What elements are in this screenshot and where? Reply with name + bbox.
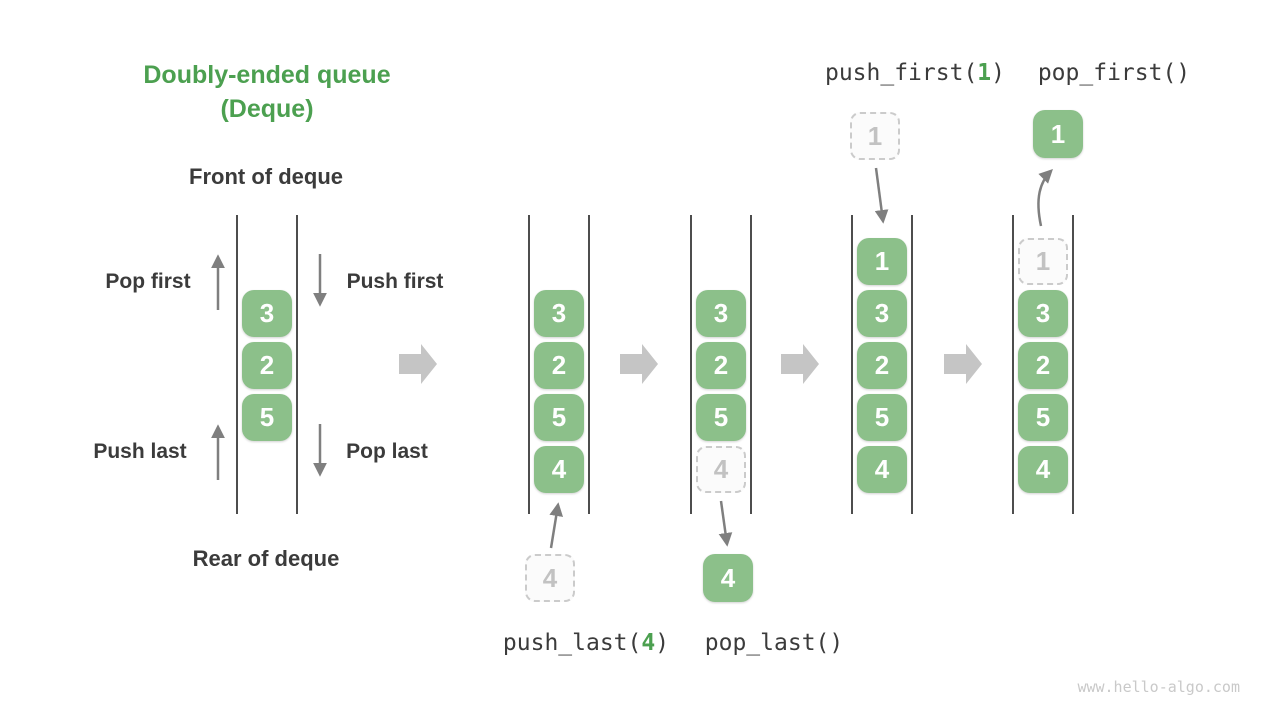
deque-cell: 2 bbox=[696, 342, 746, 389]
deque-channel-initial: 3 2 5 bbox=[236, 215, 298, 514]
deque-cell: 2 bbox=[857, 342, 907, 389]
pop-first-label: Pop first bbox=[105, 270, 191, 293]
deque-cell: 3 bbox=[1018, 290, 1068, 337]
deque-cell: 4 bbox=[534, 446, 584, 493]
channel-rail bbox=[236, 215, 238, 514]
diagram-title-line1: Doubly-ended queue bbox=[143, 61, 391, 89]
deque-channel-after-push-last: 3 2 5 4 bbox=[528, 215, 590, 514]
rear-of-deque-label: Rear of deque bbox=[192, 546, 340, 571]
front-of-deque-label: Front of deque bbox=[189, 164, 343, 189]
deque-cell: 5 bbox=[534, 394, 584, 441]
deque-cell-dashed: 1 bbox=[1018, 238, 1068, 285]
deque-cells: 1 3 2 5 4 bbox=[1018, 238, 1068, 498]
push-last-call-pre: push_last( bbox=[502, 630, 642, 656]
deque-cells: 1 3 2 5 4 bbox=[857, 238, 907, 498]
deque-cell: 3 bbox=[534, 290, 584, 337]
deque-channel-during-pop-last: 3 2 5 4 bbox=[690, 215, 752, 514]
deque-cell: 2 bbox=[1018, 342, 1068, 389]
channel-rail bbox=[911, 215, 913, 514]
deque-cell: 2 bbox=[534, 342, 584, 389]
deque-cell: 5 bbox=[696, 394, 746, 441]
deque-cells: 3 2 5 4 bbox=[696, 290, 746, 498]
deque-cell: 2 bbox=[242, 342, 292, 389]
push-first-call-post: ) bbox=[991, 60, 1006, 86]
deque-cell: 3 bbox=[696, 290, 746, 337]
step-arrow-3 bbox=[781, 344, 819, 384]
push-first-call-label: push_first(1) bbox=[825, 60, 1005, 86]
channel-rail bbox=[1012, 215, 1014, 514]
pop-first-call-label: pop_first() bbox=[1037, 60, 1191, 86]
deque-channel-during-pop-first: 1 3 2 5 4 bbox=[1012, 215, 1074, 514]
deque-cell: 5 bbox=[857, 394, 907, 441]
push-last-call-label: push_last(4) bbox=[503, 630, 669, 656]
deque-cell: 5 bbox=[242, 394, 292, 441]
step-arrow-2 bbox=[620, 344, 658, 384]
deque-cell: 3 bbox=[857, 290, 907, 337]
push-last-call-arg: 4 bbox=[641, 630, 656, 656]
deque-cell-dashed: 4 bbox=[696, 446, 746, 493]
channel-rail bbox=[528, 215, 530, 514]
push-first-incoming-cell: 1 bbox=[850, 112, 900, 160]
watermark: www.hello-algo.com bbox=[1077, 678, 1240, 696]
pop-first-outgoing-cell: 1 bbox=[1033, 110, 1083, 158]
pop-last-call-label: pop_last() bbox=[704, 630, 844, 656]
channel-rail bbox=[690, 215, 692, 514]
push-last-incoming-cell: 4 bbox=[525, 554, 575, 602]
push-last-call-post: ) bbox=[655, 630, 670, 656]
deque-cell: 1 bbox=[857, 238, 907, 285]
diagram-title: Doubly-ended queue (Deque) bbox=[97, 58, 437, 126]
step-arrow-1 bbox=[399, 344, 437, 384]
deque-channel-after-push-first: 1 3 2 5 4 bbox=[851, 215, 913, 514]
pop-last-label: Pop last bbox=[346, 440, 428, 463]
pop-last-outgoing-cell: 4 bbox=[703, 554, 753, 602]
deque-cells: 3 2 5 bbox=[242, 290, 292, 446]
deque-cell: 3 bbox=[242, 290, 292, 337]
push-first-call-pre: push_first( bbox=[824, 60, 978, 86]
push-first-call-arg: 1 bbox=[977, 60, 992, 86]
channel-rail bbox=[851, 215, 853, 514]
channel-rail bbox=[296, 215, 298, 514]
channel-rail bbox=[750, 215, 752, 514]
deque-cell: 5 bbox=[1018, 394, 1068, 441]
diagram-title-line2: (Deque) bbox=[220, 95, 314, 123]
push-first-label: Push first bbox=[346, 270, 444, 293]
channel-rail bbox=[1072, 215, 1074, 514]
deque-cells: 3 2 5 4 bbox=[534, 290, 584, 498]
deque-cell: 4 bbox=[1018, 446, 1068, 493]
push-last-label: Push last bbox=[93, 440, 187, 463]
deque-cell: 4 bbox=[857, 446, 907, 493]
push-first-insert-arrow bbox=[874, 167, 889, 224]
step-arrow-4 bbox=[944, 344, 982, 384]
channel-rail bbox=[588, 215, 590, 514]
